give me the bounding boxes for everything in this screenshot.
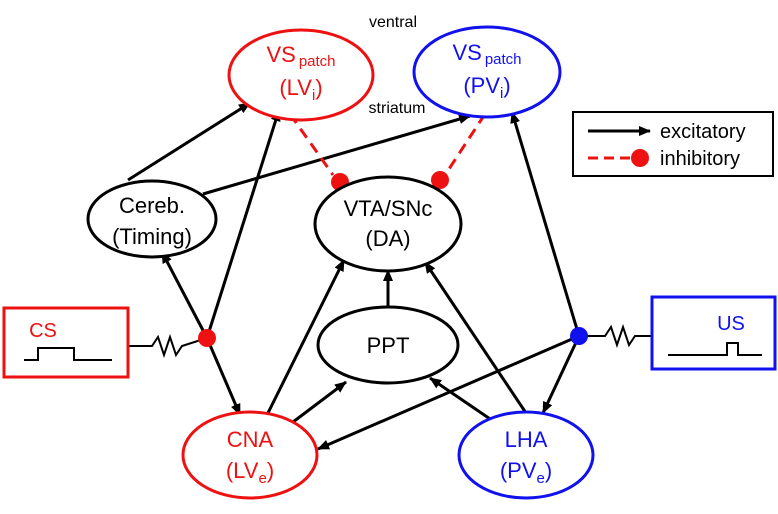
legend-inhibitory-label: inhibitory bbox=[660, 148, 740, 170]
annotation-striatum: striatum bbox=[369, 100, 426, 117]
edge-lha-to-vta bbox=[423, 261, 528, 414]
node-ppt: PPT bbox=[316, 305, 460, 385]
vs-pv-line2-sub: i bbox=[500, 85, 503, 102]
edge-us-to-lha bbox=[541, 335, 581, 414]
cs-input-box: CS bbox=[2, 306, 130, 379]
us-input-wire bbox=[579, 323, 652, 349]
annotation-ventral: ventral bbox=[369, 14, 417, 31]
inhibitory-terminal-vta-right bbox=[431, 171, 449, 189]
edge-cs-to-cna bbox=[205, 337, 242, 416]
lha-line2-end: ) bbox=[545, 458, 552, 483]
svg-text:(LVe): (LVe) bbox=[226, 458, 274, 487]
us-input-box: US bbox=[650, 295, 777, 371]
edge-cna-to-ppt bbox=[292, 380, 347, 424]
cs-input-wire bbox=[128, 333, 208, 359]
vs-lv-line1-sub: patch bbox=[299, 53, 336, 70]
cna-line2-sub: e bbox=[258, 470, 266, 487]
vta-line2: (DA) bbox=[365, 226, 410, 251]
vs-pv-line2: (PV bbox=[463, 73, 500, 98]
node-cna: CNA (LVe) bbox=[181, 410, 319, 500]
lha-line2: (PV bbox=[500, 458, 537, 483]
vs-lv-line2-end: ) bbox=[315, 75, 322, 100]
lha-line2-sub: e bbox=[537, 470, 545, 487]
vta-line1: VTA/SNc bbox=[344, 196, 433, 221]
vs-lv-line2-sub: i bbox=[312, 87, 315, 104]
inhibitory-connections bbox=[288, 113, 487, 191]
edge-cereb-to-vs-pv bbox=[202, 114, 471, 196]
legend-excitatory-label: excitatory bbox=[660, 121, 746, 143]
cs-step-pulse-icon bbox=[24, 347, 112, 361]
vs-pv-line1: VS bbox=[452, 40, 481, 65]
ppt-line1: PPT bbox=[367, 333, 410, 358]
vs-lv-line2: (LV bbox=[279, 75, 312, 100]
legend: excitatory inhibitory bbox=[572, 111, 774, 177]
edge-cs-to-cereb bbox=[160, 251, 209, 339]
cereb-line2: (Timing) bbox=[112, 224, 192, 249]
edge-us-to-vs-pv bbox=[510, 111, 581, 337]
svg-text:(PVi): (PVi) bbox=[463, 73, 510, 102]
us-junction-dot bbox=[570, 327, 588, 345]
cs-label: CS bbox=[29, 320, 57, 342]
edge-lha-to-ppt bbox=[429, 376, 497, 425]
cs-junction-dot bbox=[198, 329, 216, 347]
svg-text:(PVe): (PVe) bbox=[500, 458, 552, 487]
legend-inhibitory-dot-icon bbox=[631, 149, 649, 167]
us-step-pulse-icon bbox=[668, 342, 762, 356]
svg-text:(LVi): (LVi) bbox=[279, 75, 322, 104]
us-label: US bbox=[717, 313, 745, 335]
node-lha: LHA (PVe) bbox=[457, 410, 595, 500]
edge-vs-pv-inhibits-vta bbox=[445, 113, 487, 173]
vs-pv-line2-end: ) bbox=[503, 73, 510, 98]
edge-cna-to-vta bbox=[264, 259, 346, 418]
edge-cs-to-vs-lv bbox=[205, 109, 281, 339]
vs-pv-line1-sub: patch bbox=[485, 51, 522, 68]
edge-vs-lv-inhibits-vta bbox=[288, 113, 335, 176]
vs-lv-line1: VS bbox=[266, 42, 295, 67]
lha-line1: LHA bbox=[505, 427, 548, 452]
cna-line2: (LV bbox=[226, 458, 259, 483]
edge-cereb-to-vs-lv bbox=[127, 101, 251, 182]
node-vta: VTA/SNc (DA) bbox=[313, 175, 463, 273]
excitatory-connections bbox=[127, 101, 581, 451]
cna-line2-end: ) bbox=[267, 458, 274, 483]
node-cereb: Cereb. (Timing) bbox=[86, 179, 218, 259]
edge-us-to-cna bbox=[317, 334, 580, 451]
cna-line1: CNA bbox=[227, 427, 274, 452]
cereb-line1: Cereb. bbox=[119, 193, 185, 218]
